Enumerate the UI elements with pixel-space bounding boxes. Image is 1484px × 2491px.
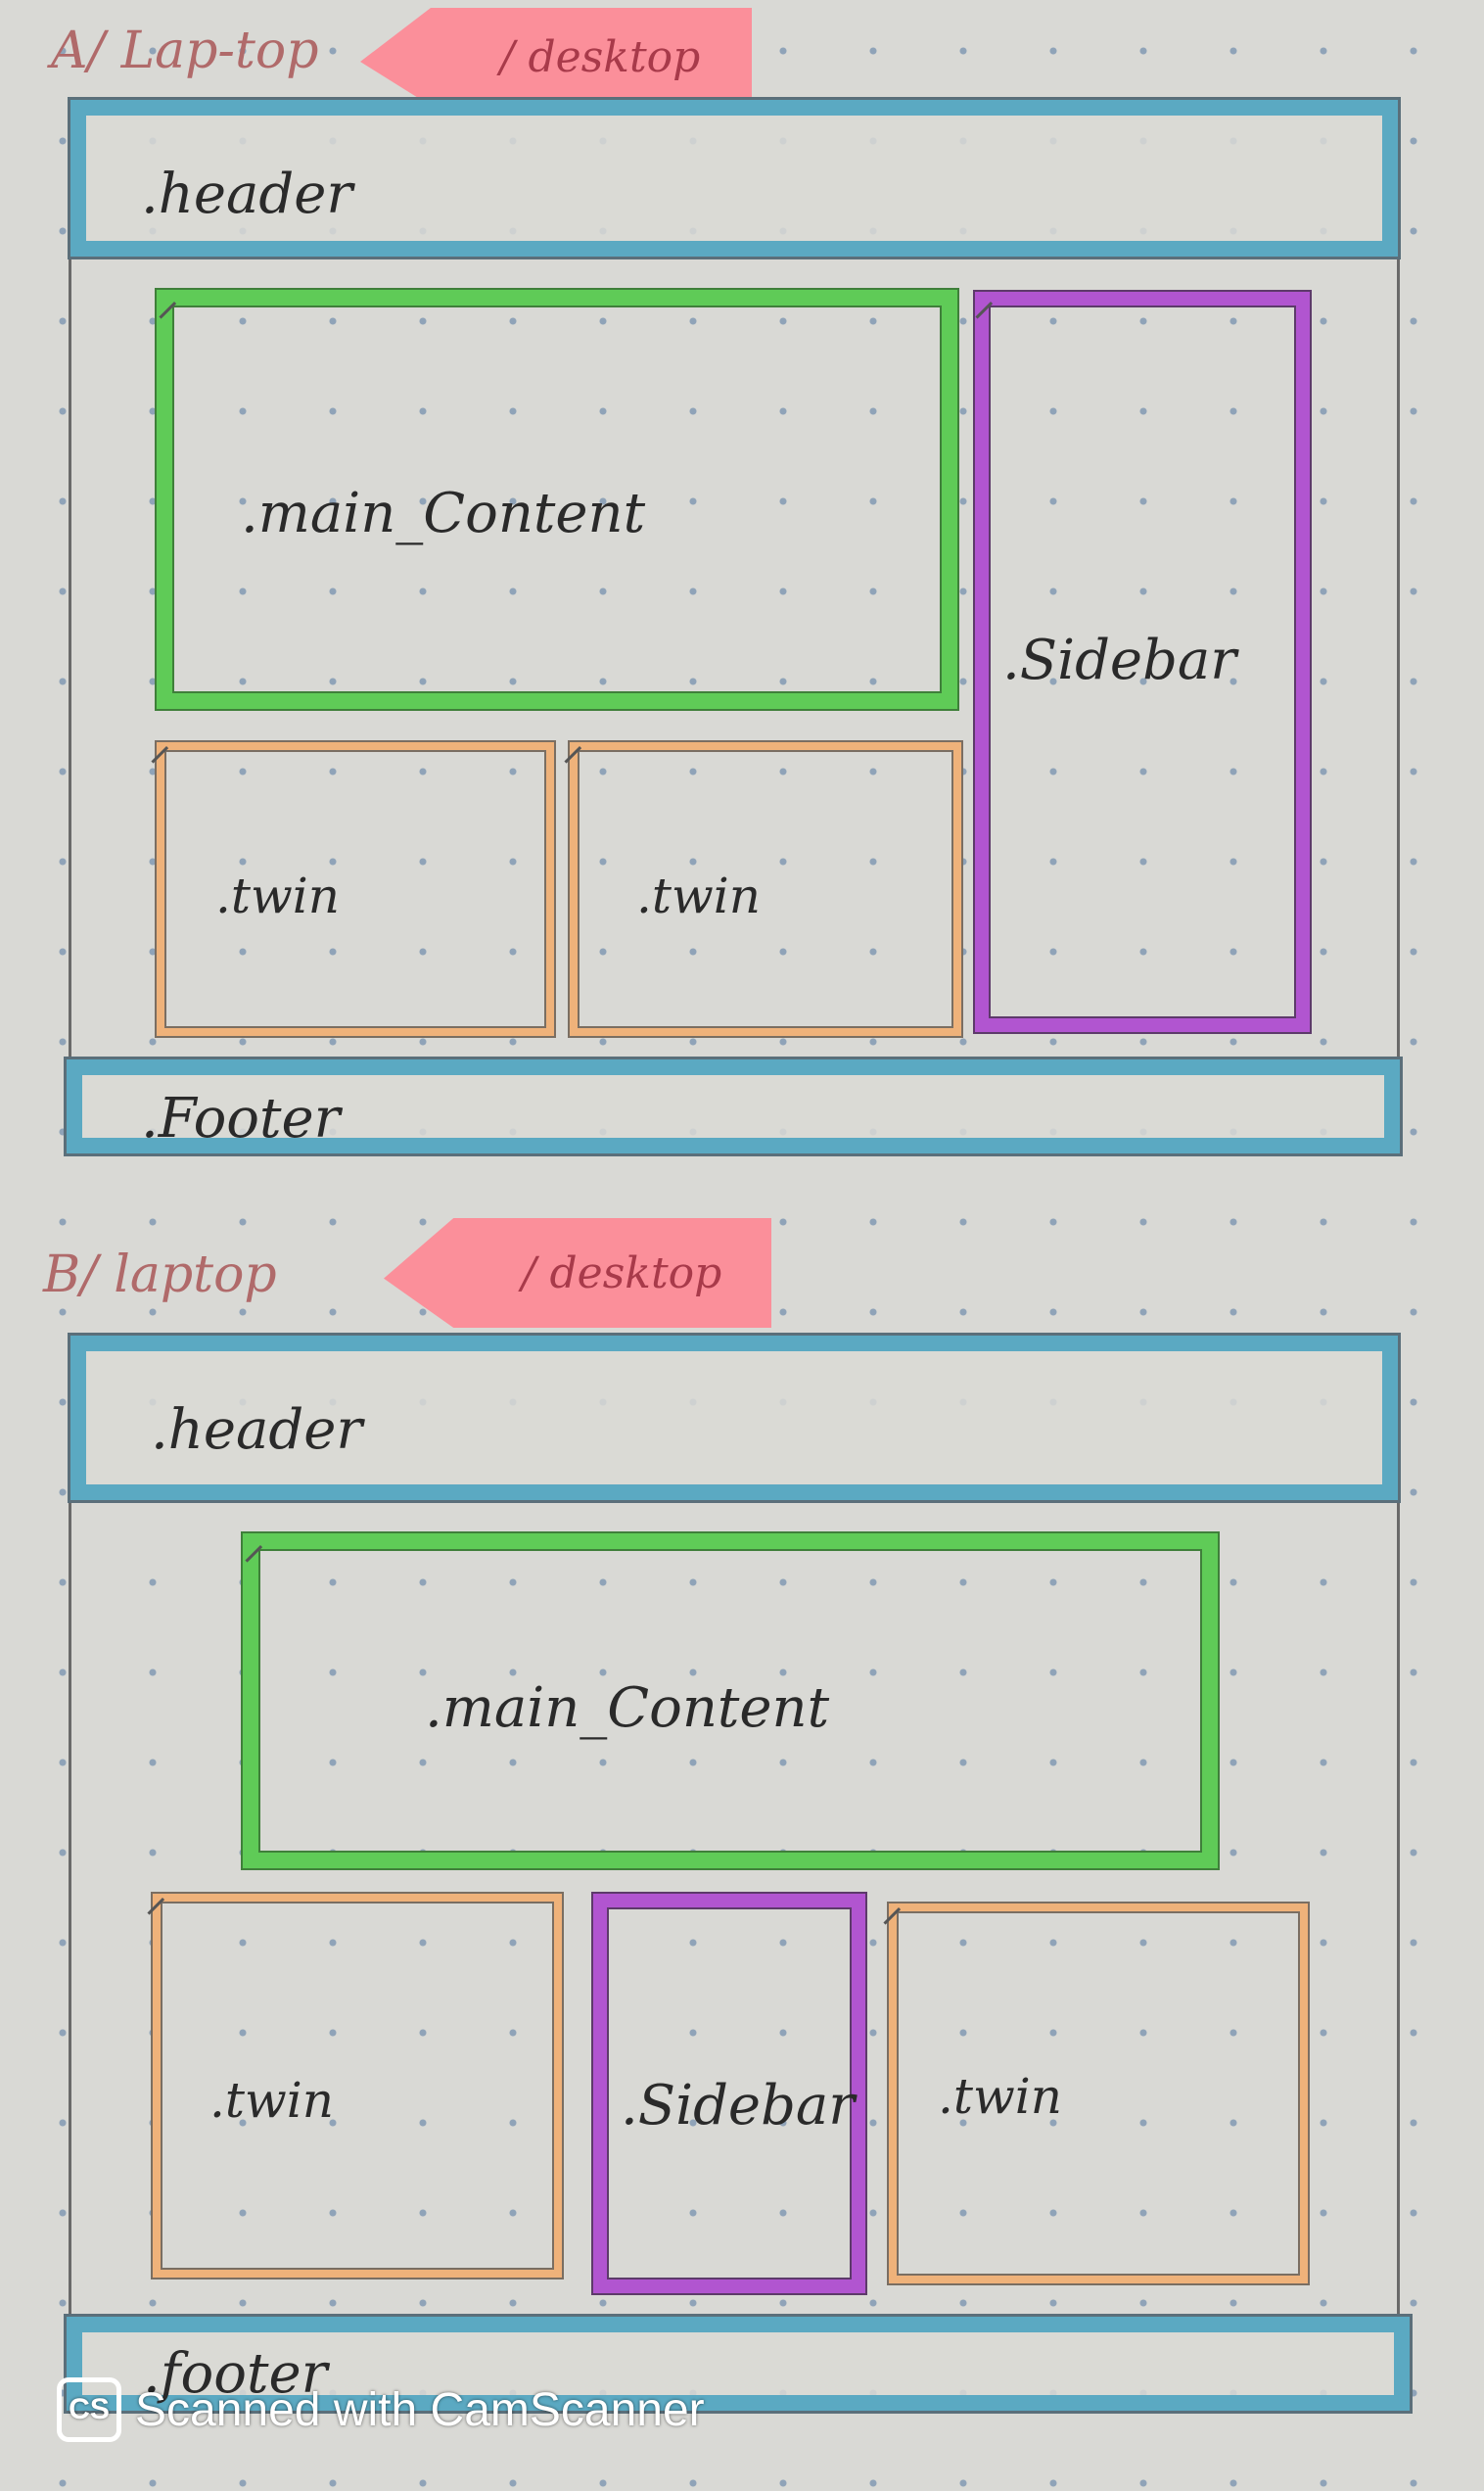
camscanner-text: Scanned with CamScanner xyxy=(135,2383,705,2436)
corner-mark xyxy=(151,746,184,779)
section-b-main-content: .main_Content xyxy=(243,1533,1218,1868)
section-a-heading: A/ Lap-top xyxy=(51,22,319,80)
section-b-footer: .footer xyxy=(67,2317,1410,2411)
section-a-header-label: .header xyxy=(141,163,353,226)
section-a-header: .header xyxy=(70,100,1398,257)
section-b-header: .header xyxy=(70,1336,1398,1500)
section-b-sidebar-label: .Sidebar xyxy=(621,2074,856,2138)
section-b-header-label: .header xyxy=(151,1398,363,1462)
section-a-footer: .Footer xyxy=(67,1059,1400,1153)
corner-mark xyxy=(147,1898,180,1931)
corner-mark xyxy=(245,1545,278,1578)
section-a-sidebar-label: .Sidebar xyxy=(1002,629,1237,692)
section-b-main-content-label: .main_Content xyxy=(425,1676,830,1740)
corner-mark xyxy=(883,1907,916,1941)
corner-mark xyxy=(975,302,1008,335)
corner-mark xyxy=(564,746,597,779)
section-a-footer-label: .Footer xyxy=(141,1087,341,1151)
section-b-twin-1-label: .twin xyxy=(209,2072,334,2129)
section-a-sidebar: .Sidebar xyxy=(975,292,1310,1032)
section-b-twin-1: .twin xyxy=(147,1894,562,2278)
section-a-main-content-label: .main_Content xyxy=(241,482,646,545)
section-a-twin-2: .twin xyxy=(564,742,961,1036)
camscanner-logo-icon: CS xyxy=(57,2377,121,2442)
corner-mark xyxy=(159,302,192,335)
section-a-twin-1: .twin xyxy=(151,742,554,1036)
section-a-twin-2-label: .twin xyxy=(636,868,761,924)
camscanner-watermark: CS Scanned with CamScanner xyxy=(57,2377,705,2442)
section-a-desktop-tag: / desktop xyxy=(360,8,752,106)
section-a-twin-1-label: .twin xyxy=(215,868,340,924)
section-b-desktop-tag: / desktop xyxy=(384,1218,771,1328)
section-b-twin-2: .twin xyxy=(883,1904,1308,2283)
section-b-footer-label: .footer xyxy=(143,2342,328,2406)
section-b-twin-2-label: .twin xyxy=(938,2068,1062,2125)
section-b-sidebar: .Sidebar xyxy=(593,1894,865,2293)
section-b-heading: B/ laptop xyxy=(43,1246,277,1304)
section-a-main-content: .main_Content xyxy=(157,290,957,709)
